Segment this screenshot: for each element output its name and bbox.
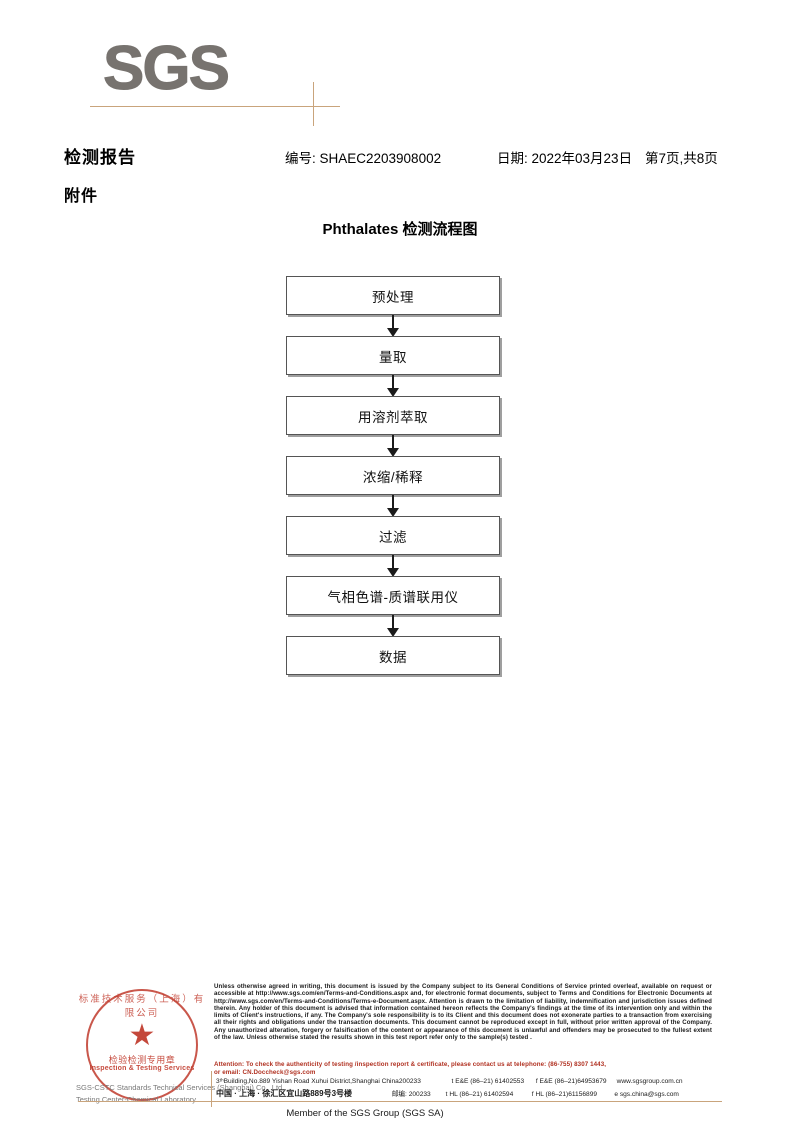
- logo-horizontal-rule: [90, 106, 340, 107]
- flow-node-solvent-extraction: 用溶剂萃取: [286, 396, 500, 435]
- page-footer: 标准技术服务（上海）有限公司 ★ 检验检测专用章 Inspection & Te…: [0, 975, 800, 1131]
- flow-node-label: 预处理: [372, 289, 414, 305]
- seal-en-label: Inspection & Testing Services: [89, 1065, 195, 1072]
- report-header: 检测报告 编号: SHAEC2203908002 日期: 2022年03月23日…: [0, 143, 800, 167]
- footer-vertical-divider: [211, 1071, 212, 1107]
- report-number: 编号: SHAEC2203908002: [285, 151, 442, 166]
- logo-vertical-tick: [313, 82, 314, 126]
- zip-en: 200233: [398, 1078, 421, 1085]
- flow-node-concentrate-dilute: 浓缩/稀释: [286, 456, 500, 495]
- seal-cn-label: 检验检测专用章: [108, 1055, 176, 1065]
- flow-node-filtration: 过滤: [286, 516, 500, 555]
- flow-node-gcms: 气相色谱-质谱联用仪: [286, 576, 500, 615]
- flow-node-label: 气相色谱-质谱联用仪: [327, 589, 459, 605]
- fax-hl: f HL (86–21)61156899: [531, 1091, 598, 1098]
- tel-ee: t E&E (86–21) 61402553: [451, 1078, 525, 1085]
- flow-node-label: 浓缩/稀释: [362, 469, 424, 485]
- address-en: 3ᵗʰBuilding,No.889 Yishan Road Xuhui Dis…: [216, 1078, 399, 1085]
- attention-line-1: Attention: To check the authenticity of …: [214, 1061, 607, 1068]
- footer-horizontal-rule: [78, 1101, 722, 1102]
- zip-cn: 邮编: 200233: [391, 1091, 431, 1098]
- attachment-label: 附件: [64, 188, 99, 205]
- sgs-logo: SGS: [90, 34, 340, 126]
- seal-arc-text: 标准技术服务（上海）有限公司: [78, 994, 206, 1019]
- legal-paragraph: Unless otherwise agreed in writing, this…: [214, 983, 712, 1042]
- flow-node-label: 用溶剂萃取: [358, 409, 428, 425]
- address-row-en: 3ᵗʰBuilding,No.889 Yishan Road Xuhui Dis…: [216, 1076, 722, 1088]
- tel-hl: t HL (86–21) 61402594: [445, 1091, 514, 1098]
- report-date: 日期: 2022年03月23日: [497, 151, 633, 166]
- flow-node-measure: 量取: [286, 336, 500, 375]
- address-row-cn: 中国 · 上海 · 徐汇区宜山路889号3号楼 邮编: 200233 t HL …: [216, 1088, 722, 1101]
- seal-watermark-lab: Testing Center-Chemical Laboratory: [76, 1095, 197, 1104]
- flowchart-title: Phthalates 检测流程图: [322, 221, 478, 238]
- legal-disclaimer: Unless otherwise agreed in writing, this…: [214, 983, 712, 1041]
- page-indicator: 第7页,共8页: [645, 151, 718, 166]
- flow-arrow: [286, 375, 500, 397]
- flow-node-data: 数据: [286, 636, 500, 675]
- flow-arrow: [286, 315, 500, 337]
- company-seal-stamp: 标准技术服务（上海）有限公司 ★ 检验检测专用章 Inspection & Te…: [76, 983, 284, 1111]
- flow-arrow: [286, 495, 500, 517]
- email-link[interactable]: e sgs.china@sgs.com: [614, 1091, 679, 1098]
- seal-ring: [86, 989, 198, 1101]
- flow-node-label: 量取: [379, 349, 407, 365]
- attention-notice: Attention: To check the authenticity of …: [214, 1061, 712, 1076]
- member-of-group-line: Member of the SGS Group (SGS SA): [286, 1108, 444, 1119]
- flow-node-label: 数据: [379, 649, 407, 665]
- fax-ee: f E&E (86–21)64953679: [535, 1078, 607, 1085]
- flow-node-pretreatment: 预处理: [286, 276, 500, 315]
- flow-arrow: [286, 435, 500, 457]
- website-link[interactable]: www.sgsgroup.com.cn: [616, 1078, 683, 1085]
- sgs-wordmark: SGS: [103, 34, 231, 103]
- attention-line-2: or email: CN.Doccheck@sgs.com: [214, 1068, 316, 1076]
- flow-arrow: [286, 555, 500, 577]
- seal-watermark-company: SGS-CSTC Standards Technical Services (S…: [76, 1083, 285, 1092]
- contact-address-table: 3ᵗʰBuilding,No.889 Yishan Road Xuhui Dis…: [216, 1076, 722, 1101]
- flowchart: 预处理 量取 用溶剂萃取 浓缩/稀释 过滤 气相色谱-质谱联用仪 数据: [286, 276, 502, 675]
- page-title: 检测报告: [64, 148, 136, 167]
- flow-arrow: [286, 615, 500, 637]
- star-icon: ★: [128, 1019, 156, 1052]
- address-cn: 中国 · 上海 · 徐汇区宜山路889号3号楼: [216, 1089, 353, 1098]
- flow-node-label: 过滤: [379, 529, 407, 545]
